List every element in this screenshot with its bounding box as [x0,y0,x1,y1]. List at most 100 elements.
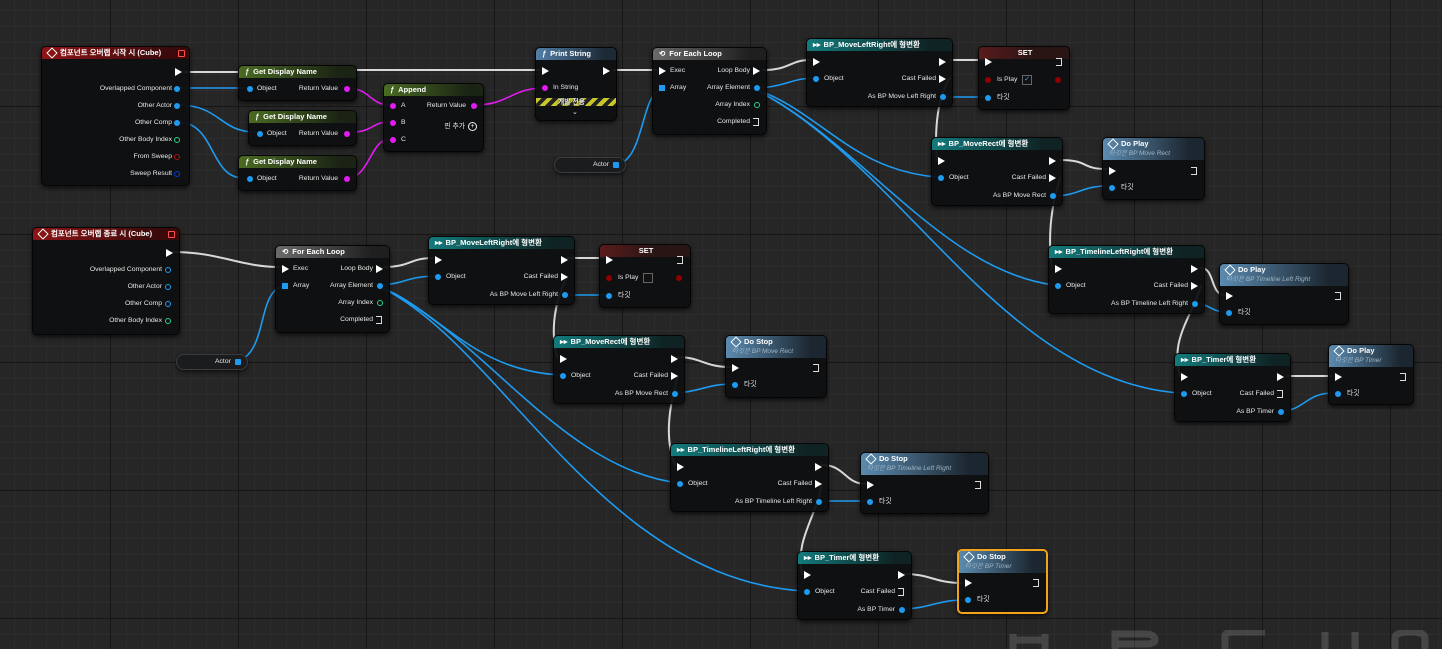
cast-timeline-node-2[interactable]: ▸▸BP_TimelineLeftRight에 형변환 Object Cast … [670,443,829,512]
object-pin[interactable] [965,597,971,603]
exec-out-pin[interactable] [561,256,568,264]
exec-in-pin[interactable] [1335,373,1342,381]
string-pin[interactable] [390,137,396,143]
object-pin[interactable] [1055,283,1061,289]
set-is-play-node-2[interactable]: SET Is Play 타깃 [599,244,691,308]
node-header[interactable]: ▸▸BP_TimelineLeftRight에 형변환 [671,444,828,456]
array-pin[interactable] [659,85,665,91]
exec-out-pin[interactable] [939,58,946,66]
exec-in-pin[interactable] [965,579,972,587]
exec-in-pin[interactable] [659,67,666,75]
object-pin[interactable] [1050,193,1056,199]
for-each-loop-node-1[interactable]: ⟲For Each Loop Exec Loop Body Array Arra… [652,47,767,135]
cast-move-rect-node-1[interactable]: ▸▸BP_MoveRect에 형변환 Object Cast Failed As… [931,137,1063,206]
delegate-pin-icon[interactable] [178,50,185,57]
node-header[interactable]: 컴포넌트 오버랩 종료 시 (Cube) [33,228,179,240]
bool-pin[interactable] [676,275,682,281]
string-pin[interactable] [344,176,350,182]
do-play-timeline-node[interactable]: Do Play 타깃은 BP Timeline Left Right 타깃 [1219,263,1349,325]
exec-in-pin[interactable] [677,463,684,471]
set-is-play-node-1[interactable]: SET Is Play ✓ 타깃 [978,46,1070,110]
bool-pin[interactable] [1055,77,1061,83]
node-header[interactable]: ▸▸BP_MoveLeftRight에 형변환 [807,39,952,51]
exec-in-pin[interactable] [282,265,289,273]
object-pin[interactable] [613,162,619,168]
node-header[interactable]: Do Stop 타깃은 BP Timer [959,551,1046,573]
is-play-checkbox[interactable] [643,273,653,283]
string-pin[interactable] [471,103,477,109]
exec-out-pin[interactable] [975,481,982,489]
do-play-move-rect-node[interactable]: Do Play 타깃은 BP Move Rect 타깃 [1102,137,1205,200]
do-stop-timer-node[interactable]: Do Stop 타깃은 BP Timer 타깃 [957,549,1048,614]
exec-out-pin[interactable] [753,118,760,126]
exec-in-pin[interactable] [435,256,442,264]
do-stop-timeline-node[interactable]: Do Stop 타깃은 BP Timeline Left Right 타깃 [860,452,989,514]
object-pin[interactable] [940,94,946,100]
string-pin[interactable] [390,120,396,126]
int-pin[interactable] [754,102,760,108]
object-pin[interactable] [1226,310,1232,316]
exec-in-pin[interactable] [813,58,820,66]
do-stop-move-rect-node[interactable]: Do Stop 타깃은 BP Move Rect 타깃 [725,335,827,398]
object-pin[interactable] [247,176,253,182]
object-pin[interactable] [813,76,819,82]
exec-out-pin[interactable] [671,372,678,380]
exec-in-pin[interactable] [1055,265,1062,273]
int-pin[interactable] [377,300,383,306]
delegate-pin-icon[interactable] [168,231,175,238]
actor-reroute-node[interactable]: Actor [554,157,626,173]
int-pin[interactable] [165,318,171,324]
exec-out-pin[interactable] [815,480,822,488]
expand-arrow-icon[interactable]: ⌄ [572,109,578,116]
object-pin[interactable] [174,103,180,109]
bool-pin[interactable] [985,77,991,83]
bool-pin[interactable] [174,154,180,160]
exec-in-pin[interactable] [606,256,613,264]
exec-out-pin[interactable] [1049,157,1056,165]
object-pin[interactable] [235,359,241,365]
object-pin[interactable] [677,481,683,487]
exec-out-pin[interactable] [1191,265,1198,273]
object-pin[interactable] [732,382,738,388]
object-pin[interactable] [867,499,873,505]
object-pin[interactable] [985,95,991,101]
exec-out-pin[interactable] [603,67,610,75]
object-pin[interactable] [165,284,171,290]
node-header[interactable]: Do Play 타깃은 BP Timer [1329,345,1413,367]
event-end-overlap-node[interactable]: 컴포넌트 오버랩 종료 시 (Cube) Overlapped Componen… [32,227,180,335]
bool-pin[interactable] [606,275,612,281]
exec-out-pin[interactable] [677,256,684,264]
node-header[interactable]: ▸▸BP_MoveRect에 형변환 [554,336,684,348]
object-pin[interactable] [899,607,905,613]
exec-out-pin[interactable] [1277,373,1284,381]
object-pin[interactable] [562,292,568,298]
do-play-timer-node[interactable]: Do Play 타깃은 BP Timer 타깃 [1328,344,1414,405]
cast-timer-node-2[interactable]: ▸▸BP_Timer에 형변환 Object Cast Failed As BP… [797,551,912,620]
exec-out-pin[interactable] [1056,58,1063,66]
object-pin[interactable] [938,175,944,181]
object-pin[interactable] [754,85,760,91]
node-header[interactable]: ▸▸BP_Timer에 형변환 [798,552,911,564]
object-pin[interactable] [257,131,263,137]
node-header[interactable]: SET [979,47,1069,59]
object-pin[interactable] [816,499,822,505]
node-header[interactable]: ▸▸BP_Timer에 형변환 [1175,354,1290,366]
object-pin[interactable] [165,267,171,273]
node-header[interactable]: ▸▸BP_MoveLeftRight에 형변환 [429,237,574,249]
cast-timer-node-1[interactable]: ▸▸BP_Timer에 형변환 Object Cast Failed As BP… [1174,353,1291,422]
node-header[interactable]: ▸▸BP_TimelineLeftRight에 형변환 [1049,246,1204,258]
exec-out-pin[interactable] [1049,174,1056,182]
exec-out-pin[interactable] [898,571,905,579]
exec-out-pin[interactable] [1400,373,1407,381]
exec-out-pin[interactable] [1191,167,1198,175]
string-pin[interactable] [344,131,350,137]
object-pin[interactable] [672,391,678,397]
add-pin-icon[interactable]: + [468,122,477,131]
cast-timeline-node-1[interactable]: ▸▸BP_TimelineLeftRight에 형변환 Object Cast … [1048,245,1205,314]
exec-in-pin[interactable] [542,67,549,75]
